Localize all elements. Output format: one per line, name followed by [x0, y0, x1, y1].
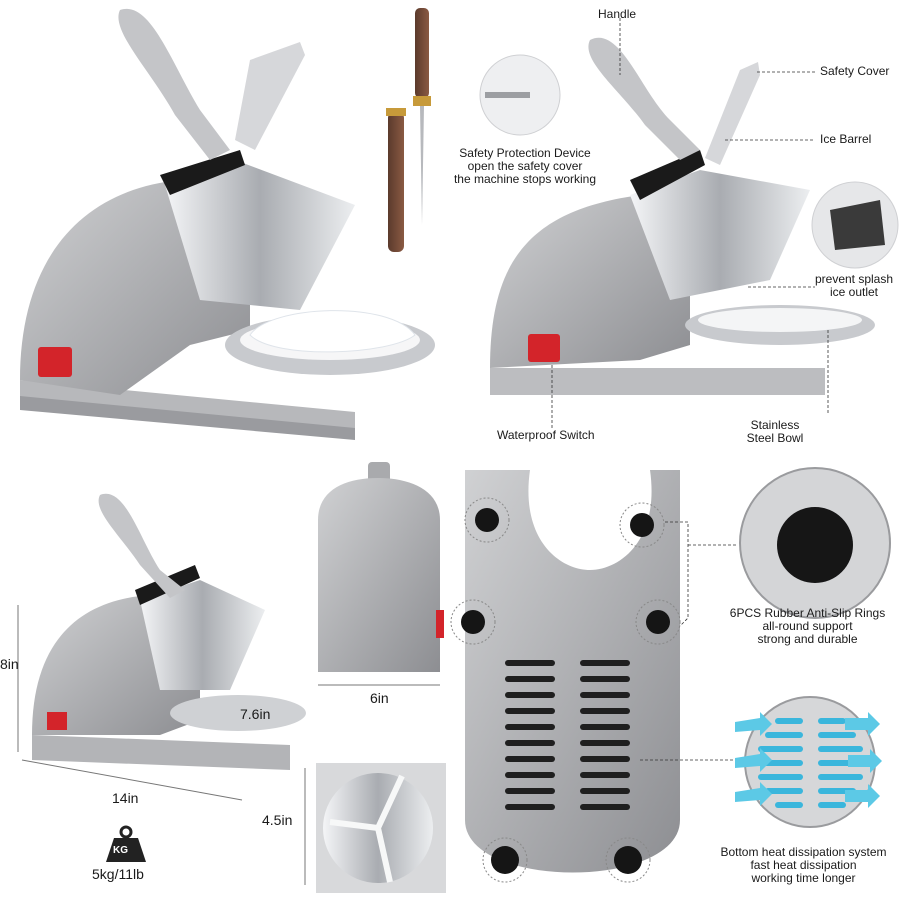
safety-device-line-2: open the safety cover	[467, 159, 583, 173]
splash-label: prevent splash ice outlet	[808, 273, 900, 299]
length-dimension: 14in	[112, 790, 139, 806]
heat-line-2: fast heat dissipation	[750, 858, 857, 872]
ice-barrel-label: Ice Barrel	[820, 132, 872, 146]
rings-line-1: 6PCS Rubber Anti-Slip Rings	[729, 606, 886, 620]
ice-crusher-side-view	[490, 37, 875, 395]
bowl-line-1: Stainless	[750, 418, 800, 432]
waterproof-switch-icon	[528, 334, 560, 362]
waterproof-switch-label: Waterproof Switch	[497, 428, 595, 442]
bowl-diameter-dimension: 7.6in	[240, 706, 271, 722]
ice-pick-tool	[386, 8, 431, 252]
height-dimension: 8in	[0, 656, 19, 672]
safety-device-line-3: the machine stops working	[453, 172, 597, 186]
handle-label: Handle	[598, 7, 637, 21]
splash-line-2: ice outlet	[829, 285, 879, 299]
rings-line-3: strong and durable	[757, 632, 858, 646]
ice-crusher-front-view	[20, 8, 435, 440]
power-switch-icon	[38, 347, 72, 377]
heat-vent-zoom	[735, 696, 882, 828]
bowl-label: Stainless Steel Bowl	[740, 419, 810, 445]
rubber-feet	[461, 508, 670, 874]
bowl-line-2: Steel Bowl	[746, 431, 804, 445]
safety-device-label: Safety Protection Device open the safety…	[450, 147, 600, 186]
ice-barrel-top-view	[304, 763, 446, 893]
safety-device-line-1: Safety Protection Device	[459, 146, 591, 160]
weight-icon-text: KG	[113, 845, 128, 856]
machine-underside-view	[450, 470, 681, 883]
splash-line-1: prevent splash	[814, 272, 894, 286]
heat-dissipation-label: Bottom heat dissipation system fast heat…	[707, 846, 900, 885]
rings-line-2: all-round support	[762, 619, 853, 633]
rubber-rings-label: 6PCS Rubber Anti-Slip Rings all-round su…	[715, 607, 900, 646]
safety-cover-label: Safety Cover	[820, 64, 890, 78]
airflow-arrow-icon	[735, 712, 882, 808]
barrel-depth-dimension: 4.5in	[262, 812, 293, 828]
weight-kg-icon	[106, 825, 146, 862]
width-dimension: 6in	[370, 690, 389, 706]
ice-crusher-dimension-view	[32, 493, 306, 770]
heat-line-1: Bottom heat dissipation system	[720, 845, 887, 859]
ice-crusher-back-view	[318, 462, 444, 686]
heat-line-3: working time longer	[751, 871, 856, 885]
weight-label: 5kg/11lb	[92, 866, 144, 882]
